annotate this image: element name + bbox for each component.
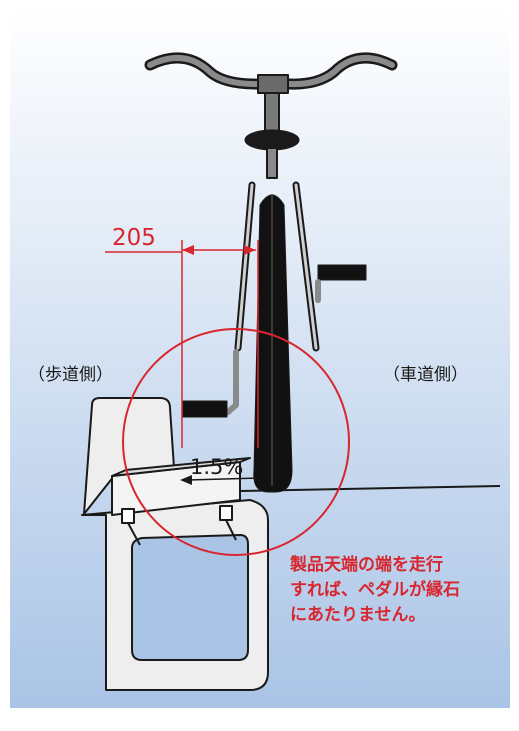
note-line: すれば、ペダルが縁石	[290, 580, 460, 600]
roadway-side-label: （車道側）	[383, 365, 468, 385]
note-text: 製品天端の端を走行 すれば、ペダルが縁石 にあたりません。	[290, 553, 510, 628]
sidewalk-side-label: （歩道側）	[28, 365, 113, 385]
note-line: 製品天端の端を走行	[290, 555, 443, 575]
dimension-label: 205	[112, 225, 156, 251]
curb-block	[81, 397, 269, 691]
dimension-205	[105, 240, 259, 448]
bicycle	[144, 52, 398, 493]
note-line: にあたりません。	[290, 605, 426, 625]
slope-indicator	[180, 475, 259, 485]
highlight-circle	[122, 328, 350, 556]
slope-label: 1.5%	[190, 455, 244, 479]
